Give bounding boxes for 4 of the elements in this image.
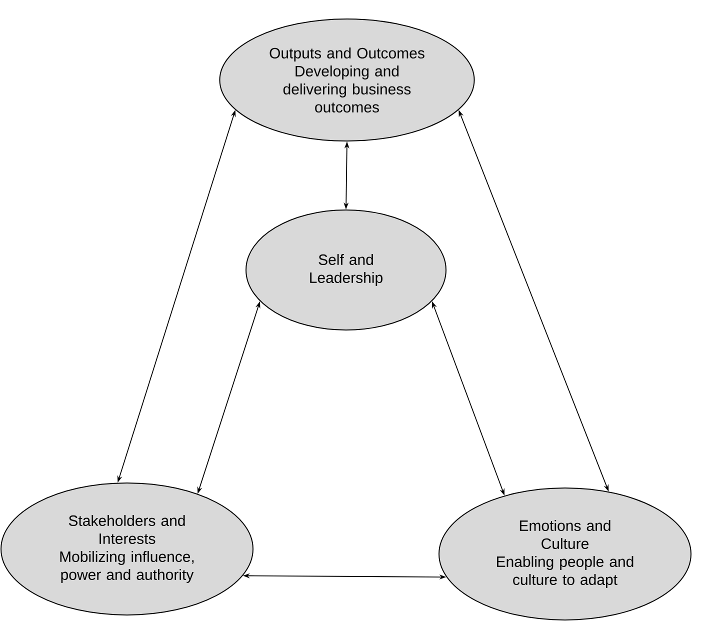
ellipse-node: Outputs and Outcomes Developing and delivering business outcomes [219, 18, 475, 142]
ellipse-node: Stakeholders and Interests Mobilizing influence, power and authority [0, 482, 254, 616]
ellipse-node: Emotions and Culture Enabling people and culture to adapt [438, 487, 692, 620]
ellipse-node: Self and Leadership [246, 210, 446, 330]
